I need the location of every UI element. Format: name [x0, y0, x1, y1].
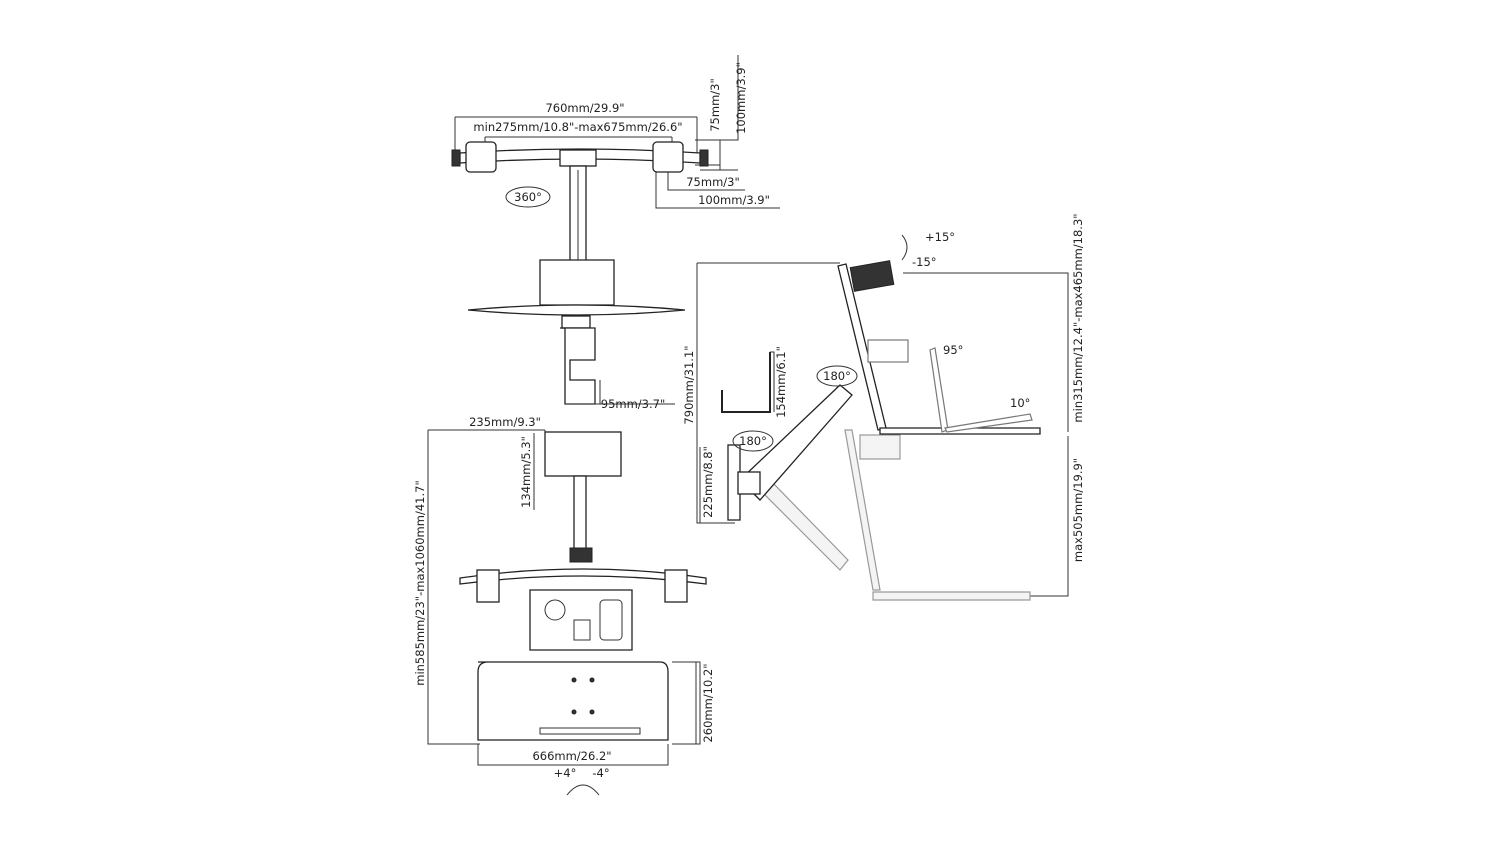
tray-width-dimension — [477, 744, 669, 766]
vesa-h-large-label: 100mm/3.9" — [698, 193, 770, 207]
tray-depth-label: 260mm/10.2" — [701, 663, 715, 742]
vesa-horizontal-dimension — [655, 165, 780, 209]
surface-mount — [561, 315, 591, 329]
clamp-depth-label: 95mm/3.7" — [601, 397, 666, 411]
cpu-box-top — [544, 431, 622, 477]
keyboard-tray-raised — [879, 427, 1041, 435]
tray-depth-dimension — [672, 661, 701, 745]
cpu-box — [539, 259, 615, 306]
pole-joint — [569, 547, 593, 563]
arm-lowered — [759, 479, 849, 571]
monitor-mount-mid — [867, 339, 909, 363]
vesa-plate-right — [652, 141, 684, 173]
height-above-label: min315mm/12.4"-max465mm/18.3" — [1071, 213, 1085, 422]
box-width-label: 235mm/9.3" — [469, 415, 541, 429]
vesa-v-large-label: 100mm/3.9" — [734, 62, 748, 134]
base-rotation-label: 180° — [739, 434, 767, 448]
keyboard-95-position — [929, 347, 949, 433]
tilt-plus-label: +4° — [554, 766, 577, 780]
tray-width-label: 666mm/26.2" — [532, 749, 611, 763]
monitor-mount-left — [476, 569, 500, 603]
tray-slot — [573, 619, 591, 641]
monitor-mount-right — [664, 569, 688, 603]
monitor-mount-raised — [849, 260, 895, 292]
angle-10-label: 10° — [1010, 396, 1030, 410]
pole-top — [573, 475, 587, 553]
work-surface — [467, 304, 686, 316]
rotation-360-badge — [505, 186, 551, 208]
top-view: 235mm/9.3" min585mm/23"-max1060mm/41.7" … — [413, 415, 715, 796]
keyboard-tray-lowered — [872, 591, 1031, 601]
vesa-h-small-label: 75mm/3" — [686, 175, 740, 189]
vesa-v-small-label: 75mm/3" — [708, 78, 722, 132]
bracket-height-label: 154mm/6.1" — [774, 346, 788, 418]
base-rotation-badge — [732, 430, 774, 452]
crossbar-end-cap-right — [699, 149, 709, 167]
base-joint — [737, 471, 761, 495]
angle-95-label: 95° — [943, 343, 963, 357]
height-below-label: max505mm/19.9" — [1071, 458, 1085, 562]
tilt-arc-icon — [566, 784, 600, 796]
box-height-label: 134mm/5.3" — [519, 436, 533, 508]
rotation-360-label: 360° — [514, 190, 542, 204]
crossbar-center-clamp — [559, 149, 597, 167]
crossbar-end-cap-left — [451, 149, 461, 167]
tilt-minus-label: -15° — [912, 255, 937, 269]
arm-rotation-label: 180° — [823, 369, 851, 383]
pole-height-label: 790mm/31.1" — [682, 345, 696, 424]
monitor-mount-lowered — [859, 434, 901, 460]
tilt-plus-label: +15° — [925, 230, 955, 244]
overall-width-label: 760mm/29.9" — [545, 101, 624, 115]
arm-rotation-badge — [816, 365, 858, 387]
crossbar-top — [459, 568, 707, 585]
tilt-minus-label: -4° — [592, 766, 609, 780]
keyboard-10-position — [944, 413, 1033, 433]
bracket-outline — [721, 352, 771, 413]
bracket-edge — [770, 351, 775, 412]
tilt-arc-icon — [901, 234, 908, 261]
keyboard-tray — [477, 661, 669, 741]
desk-clamp — [560, 327, 596, 405]
clamp-depth-dimension — [565, 380, 675, 405]
front-view: 760mm/29.9" min275mm/10.8"-max675mm/26.6… — [451, 55, 780, 411]
phone-slot — [599, 599, 623, 641]
wrist-rest — [539, 727, 641, 735]
pole-height-dimension — [696, 262, 840, 524]
pole-lowered — [844, 429, 881, 591]
base-height-label: 225mm/8.8" — [701, 446, 715, 518]
arm-span-label: min275mm/10.8"-max675mm/26.6" — [473, 120, 682, 134]
vesa-plate-left — [465, 141, 497, 173]
cup-holder — [544, 599, 566, 621]
total-depth-dimension — [427, 430, 480, 745]
total-depth-label: min585mm/23"-max1060mm/41.7" — [413, 480, 427, 685]
side-view: 790mm/31.1" 225mm/8.8" +15° -15° min315m… — [682, 213, 1085, 601]
arm-span-dimension — [484, 136, 673, 145]
tray-holes — [571, 677, 595, 715]
